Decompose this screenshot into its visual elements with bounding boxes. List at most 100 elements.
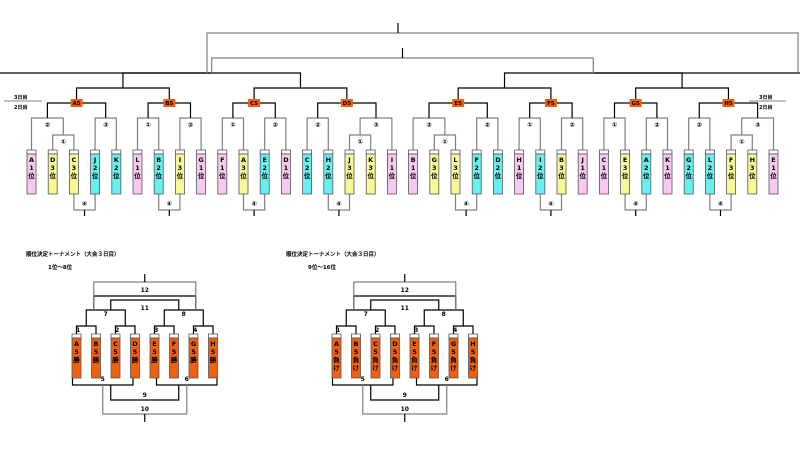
slot-text: 5 xyxy=(451,348,456,356)
slot-body xyxy=(408,153,419,195)
team-slot-D3: D3位 xyxy=(47,149,58,195)
bracket-line xyxy=(110,385,180,401)
match-number: ② xyxy=(273,121,279,129)
team-slot-I3: I3位 xyxy=(174,149,185,195)
team-slot-C1: C1位 xyxy=(599,149,609,195)
team-slot-I2: I2位 xyxy=(535,149,546,195)
slot-text: 3 xyxy=(178,164,183,172)
group-badge xyxy=(629,99,642,107)
slot-text: L xyxy=(708,156,712,164)
slot-text: 位 xyxy=(134,171,141,180)
slot-cap xyxy=(747,149,758,155)
slot-text: G xyxy=(451,340,456,348)
match-number: ③ xyxy=(426,121,432,129)
slot-body xyxy=(705,153,715,195)
team-slot-H2: H2位 xyxy=(323,149,334,195)
slot-text: 5 xyxy=(191,348,196,356)
slot-body xyxy=(468,337,478,379)
slot-text: 2 xyxy=(474,164,479,172)
slot-text: C xyxy=(602,156,607,164)
slot-text: 位 xyxy=(346,171,353,180)
slot-body xyxy=(238,153,249,195)
match-number: 9 xyxy=(143,392,147,399)
slot-text: 位 xyxy=(558,171,565,180)
slot-body xyxy=(110,337,121,379)
placement-1-slot-C: C5勝 xyxy=(110,333,121,379)
slot-body xyxy=(577,153,588,195)
team-slot-H1: H1位 xyxy=(514,149,524,195)
slot-text: I xyxy=(391,156,393,164)
slot-text: 2 xyxy=(496,164,501,172)
slot-text: 負 xyxy=(431,355,438,364)
match-number: 9 xyxy=(403,392,407,399)
slot-text: F xyxy=(729,156,733,164)
slot-text: B xyxy=(559,156,564,164)
slot-cap xyxy=(390,333,400,339)
slot-text: E xyxy=(623,156,627,164)
bracket-marks: A1位D3位C3位J2位K2位L1位B2位I3位G1位F1位A3位E2位D1位C… xyxy=(26,99,779,413)
match-number: ② xyxy=(654,121,660,129)
slot-cap xyxy=(196,149,207,155)
group-badge xyxy=(340,99,353,107)
match-number: 11 xyxy=(141,305,149,312)
placement-1-slot-E: E5勝 xyxy=(149,333,160,379)
slot-body xyxy=(370,337,381,379)
slot-text: 位 xyxy=(601,171,608,180)
slot-text: D xyxy=(50,156,56,164)
slot-text: 位 xyxy=(473,171,480,180)
bracket-line xyxy=(110,299,180,310)
slot-text: 5 xyxy=(334,348,339,356)
slot-text: 負 xyxy=(372,355,379,364)
slot-text: 位 xyxy=(92,171,99,180)
slot-body xyxy=(662,153,673,195)
team-slot-E1: E1位 xyxy=(768,149,779,195)
bracket-line xyxy=(85,309,126,326)
slot-text: 3 xyxy=(368,164,373,172)
slot-text: 位 xyxy=(516,171,523,180)
slot-text: 位 xyxy=(707,171,714,180)
slot-body xyxy=(132,153,143,195)
slot-cap xyxy=(344,149,355,155)
placement-1-slot-B: B5勝 xyxy=(91,333,101,379)
slot-text: 2 xyxy=(644,164,649,172)
slot-body xyxy=(188,337,199,379)
slot-text: 位 xyxy=(367,171,374,180)
slot-text: J xyxy=(93,156,96,164)
slot-cap xyxy=(302,149,313,155)
group-badge xyxy=(452,99,465,107)
slot-text: け xyxy=(372,364,379,372)
team-slot-A2: A2位 xyxy=(641,149,652,195)
slot-text: 3 xyxy=(432,164,437,172)
group-badge xyxy=(722,99,735,107)
match-number: 12 xyxy=(141,287,149,294)
team-slot-G1: G1位 xyxy=(196,149,207,195)
group-name: C5 xyxy=(250,101,258,107)
group-badge xyxy=(70,99,83,107)
slot-text: 勝 xyxy=(190,355,197,364)
team-slot-B3: B3位 xyxy=(556,149,567,195)
bracket-line xyxy=(345,309,386,326)
day3-label-right: 3日目 xyxy=(759,94,772,101)
slot-text: A xyxy=(241,156,246,164)
slot-cap xyxy=(130,333,140,339)
bracket-line xyxy=(503,72,683,88)
slot-body xyxy=(208,337,218,379)
slot-text: 位 xyxy=(749,171,756,180)
slot-body xyxy=(217,153,228,195)
group-name: D5 xyxy=(343,101,352,107)
team-slot-C2: C2位 xyxy=(302,149,313,195)
group-name: F5 xyxy=(547,101,555,107)
group-badge xyxy=(248,99,261,107)
slot-text: E xyxy=(412,340,416,348)
slot-body xyxy=(111,153,122,195)
slot-text: B xyxy=(156,156,161,164)
team-slot-L2: L2位 xyxy=(705,149,715,195)
match-number: 1 xyxy=(76,327,80,334)
team-slot-A1: A1位 xyxy=(26,149,37,195)
slot-text: 位 xyxy=(325,171,332,180)
team-slot-I1: I1位 xyxy=(386,149,397,195)
slot-body xyxy=(344,153,355,195)
slot-text: 1 xyxy=(135,164,140,172)
slot-body xyxy=(69,153,79,195)
